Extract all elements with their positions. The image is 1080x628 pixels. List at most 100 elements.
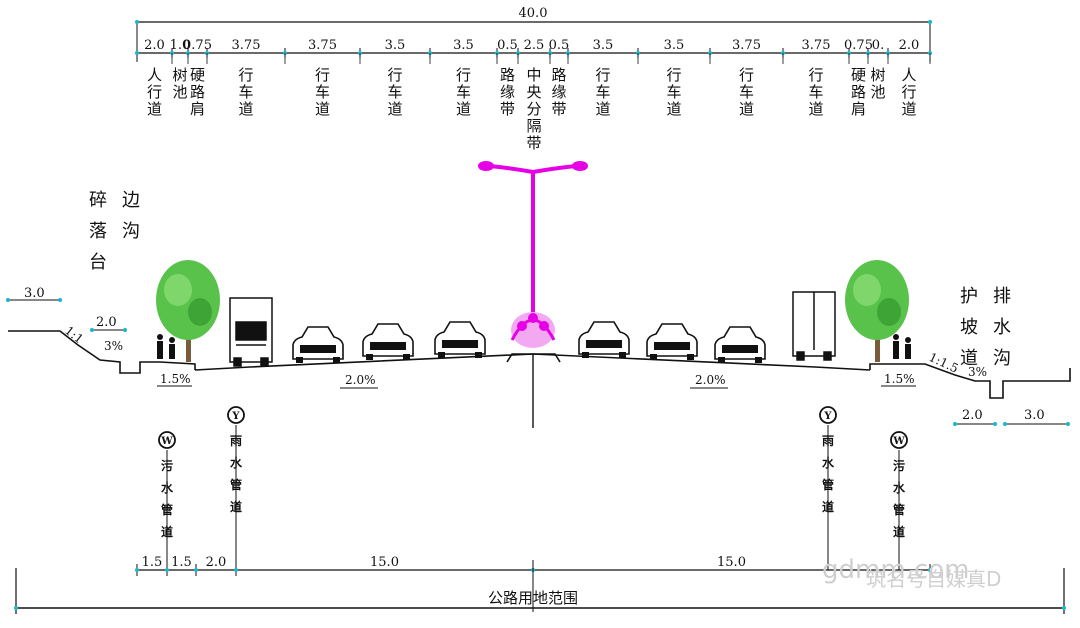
- bottom-label: 公路用地范围: [488, 589, 578, 607]
- segment-label: 行车道: [595, 53, 639, 118]
- segment-label: 树池: [870, 53, 889, 101]
- svg-text:车: 车: [808, 83, 823, 101]
- svg-text:道: 道: [315, 100, 330, 118]
- dim-tick: [135, 568, 139, 572]
- svg-text:水: 水: [230, 455, 243, 470]
- svg-text:车: 车: [315, 83, 330, 101]
- svg-text:车: 车: [595, 83, 610, 101]
- svg-text:树: 树: [870, 66, 885, 84]
- svg-text:水: 水: [822, 455, 835, 470]
- svg-text:污: 污: [893, 458, 905, 473]
- left-side-dims: 3.0 2.0: [6, 286, 127, 332]
- bottom-dim: 1.5: [142, 555, 163, 570]
- dim-tick: [234, 568, 238, 572]
- svg-text:W: W: [892, 436, 905, 447]
- left-slope-ratio: 1:1: [62, 323, 86, 346]
- segment-label: 行车道: [808, 53, 850, 118]
- svg-text:管: 管: [230, 477, 242, 492]
- svg-text:道: 道: [161, 524, 173, 539]
- svg-text:行: 行: [739, 66, 754, 84]
- segment-label: 树池: [172, 53, 189, 101]
- road-slope-right: 2.0%: [695, 373, 726, 387]
- segment-width: 3.75: [802, 38, 831, 53]
- svg-text:带: 带: [551, 100, 566, 118]
- segment-label: 硬路肩: [190, 53, 208, 118]
- svg-text:分: 分: [526, 100, 541, 118]
- segment-label: 行车道: [387, 53, 431, 118]
- svg-text:道: 道: [666, 100, 681, 118]
- segment-width: 0.75: [183, 38, 212, 53]
- svg-text:人: 人: [147, 66, 162, 84]
- segment-label: 行车道: [456, 53, 498, 118]
- svg-text:W: W: [160, 436, 173, 447]
- label-hupodao: 护坡道: [960, 286, 978, 369]
- svg-text:车: 车: [456, 83, 471, 101]
- total-width-label: 40.0: [519, 6, 548, 21]
- car: [434, 321, 486, 358]
- svg-text:缘: 缘: [551, 83, 566, 101]
- svg-text:道: 道: [808, 100, 823, 118]
- median-plant: [510, 312, 556, 348]
- segment-width: 2.0: [899, 38, 920, 53]
- svg-text:车: 车: [238, 83, 253, 101]
- label-suiluotai: 碎落台: [89, 190, 107, 273]
- segment-name-labels: 人行道树池硬路肩行车道行车道行车道行车道路缘带中央分隔带路缘带行车道行车道行车道…: [147, 53, 931, 152]
- segment-width: 3.75: [232, 38, 261, 53]
- svg-text:道: 道: [893, 524, 905, 539]
- segment-width: 0.75: [844, 38, 873, 53]
- svg-text:沟: 沟: [993, 348, 1011, 369]
- svg-text:肩: 肩: [190, 100, 205, 118]
- car: [578, 321, 630, 358]
- svg-text:中: 中: [526, 66, 541, 84]
- svg-text:行: 行: [808, 66, 823, 84]
- svg-text:肩: 肩: [851, 100, 866, 118]
- label-paishuigou: 排水沟: [993, 286, 1011, 369]
- segment-label: 行车道: [666, 53, 711, 118]
- car: [646, 323, 698, 360]
- segment-width: 3.5: [453, 38, 474, 53]
- svg-text:行: 行: [456, 66, 471, 84]
- right-dim-a: 2.0: [962, 408, 983, 423]
- left-pedestrians: [157, 334, 175, 359]
- svg-text:人: 人: [901, 66, 916, 84]
- svg-text:树: 树: [172, 66, 187, 84]
- svg-text:雨: 雨: [822, 434, 834, 448]
- svg-text:Y: Y: [823, 411, 832, 422]
- svg-text:道: 道: [387, 100, 402, 118]
- segment-label: 人行道: [147, 53, 173, 118]
- svg-text:行: 行: [666, 66, 681, 84]
- svg-text:落: 落: [89, 221, 107, 242]
- svg-text:Y: Y: [231, 411, 240, 422]
- svg-text:车: 车: [739, 83, 754, 101]
- svg-text:管: 管: [822, 477, 834, 492]
- bottom-dim: 2.0: [206, 555, 227, 570]
- label-biangou: 边沟: [122, 190, 140, 242]
- svg-text:管: 管: [893, 502, 905, 517]
- bottom-dim: 1.5: [171, 555, 192, 570]
- car: [714, 326, 766, 363]
- svg-text:护: 护: [960, 286, 978, 307]
- svg-text:车: 车: [387, 83, 402, 101]
- segment-width: 3.75: [308, 38, 337, 53]
- svg-text:道: 道: [739, 100, 754, 118]
- segment-label: 硬路肩: [851, 53, 869, 118]
- svg-text:行: 行: [238, 66, 253, 84]
- svg-text:水: 水: [893, 480, 906, 495]
- svg-text:行: 行: [315, 66, 330, 84]
- segment-width: 0.: [872, 38, 884, 53]
- svg-text:台: 台: [89, 252, 107, 273]
- svg-text:污: 污: [161, 458, 173, 473]
- svg-text:路: 路: [500, 66, 515, 84]
- dim-tick: [928, 568, 932, 572]
- svg-text:道: 道: [147, 100, 162, 118]
- svg-text:带: 带: [526, 134, 541, 152]
- watermark-url: gdmm.com: [822, 555, 969, 585]
- left-dim-top: 3.0: [24, 286, 45, 301]
- left-walk-slope: 1.5%: [160, 372, 191, 386]
- right-slope-ratio: 1:1.5: [927, 350, 961, 376]
